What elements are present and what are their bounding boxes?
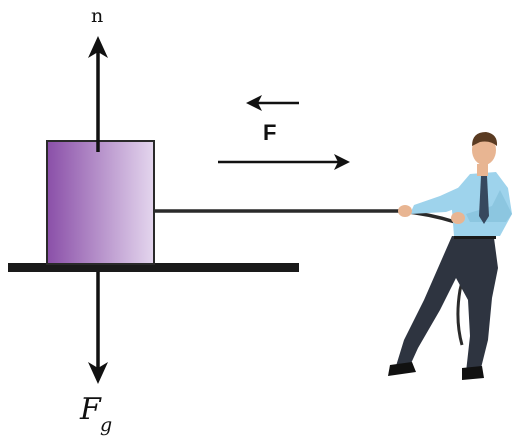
normal-force-arrow: [88, 36, 108, 152]
gravity-force-arrow: [88, 272, 108, 384]
person-right-shoe: [462, 366, 484, 380]
applied-force-arrow-left: [246, 95, 299, 111]
block: [47, 141, 154, 264]
normal-force-label: n: [91, 5, 103, 27]
applied-force-label: F: [263, 120, 276, 145]
person-trousers: [396, 236, 498, 372]
person-neck: [477, 164, 488, 176]
person-left-shoe: [388, 362, 416, 376]
person-right-hand: [451, 212, 465, 224]
gravity-force-symbol: F: [79, 392, 102, 427]
person-pulling-rope-icon: [388, 132, 512, 380]
gravity-force-label: F g: [79, 392, 112, 436]
applied-force-arrow-right: [218, 154, 350, 170]
gravity-force-subscript: g: [100, 414, 112, 436]
person-left-hand: [398, 205, 412, 217]
